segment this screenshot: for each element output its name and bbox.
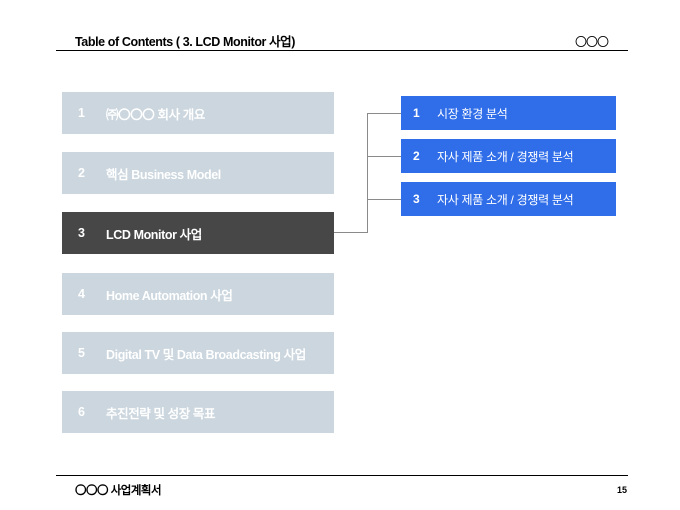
toc-item-5[interactable]: 5 Digital TV 및 Data Broadcasting 사업: [62, 332, 334, 374]
company-name: 〇〇〇: [574, 35, 609, 49]
toc-item-label: 추진전략 및 성장 목표: [106, 406, 216, 421]
header-divider: [56, 50, 628, 51]
subsection-label: 자사 제품 소개 / 경쟁력 분석: [437, 149, 574, 164]
connector-branch-3: [367, 199, 401, 200]
connector-vertical: [367, 113, 368, 233]
toc-item-6[interactable]: 6 추진전략 및 성장 목표: [62, 391, 334, 433]
toc-item-label: LCD Monitor 사업: [106, 227, 202, 242]
toc-item-label: Home Automation 사업: [106, 288, 233, 303]
toc-item-label: ㈜〇〇〇 회사 개요: [106, 107, 205, 122]
connector-horizontal-main: [334, 232, 368, 233]
toc-item-number: 4: [78, 287, 85, 301]
subsection-item-3[interactable]: 3 자사 제품 소개 / 경쟁력 분석: [401, 182, 616, 216]
toc-item-number: 2: [78, 166, 85, 180]
footer-divider: [56, 475, 628, 476]
toc-item-label: Digital TV 및 Data Broadcasting 사업: [106, 347, 306, 362]
page-number: 15: [616, 485, 627, 495]
subsection-number: 3: [413, 192, 420, 206]
toc-item-3-active[interactable]: 3 LCD Monitor 사업: [62, 212, 334, 254]
toc-item-1[interactable]: 1 ㈜〇〇〇 회사 개요: [62, 92, 334, 134]
subsection-label: 시장 환경 분석: [437, 106, 508, 121]
connector-branch-1: [367, 113, 401, 114]
toc-item-number: 3: [78, 226, 85, 240]
subsection-label: 자사 제품 소개 / 경쟁력 분석: [437, 192, 574, 207]
toc-item-number: 1: [78, 106, 85, 120]
subsection-number: 2: [413, 149, 420, 163]
footer-document-title: 〇〇〇 사업계획서: [75, 485, 162, 497]
toc-item-number: 6: [78, 405, 85, 419]
toc-item-4[interactable]: 4 Home Automation 사업: [62, 273, 334, 315]
toc-item-number: 5: [78, 346, 85, 360]
connector-branch-2: [367, 156, 401, 157]
subsection-item-1[interactable]: 1 시장 환경 분석: [401, 96, 616, 130]
subsection-number: 1: [413, 106, 420, 120]
subsection-item-2[interactable]: 2 자사 제품 소개 / 경쟁력 분석: [401, 139, 616, 173]
toc-item-label: 핵심 Business Model: [106, 167, 221, 182]
toc-item-2[interactable]: 2 핵심 Business Model: [62, 152, 334, 194]
page-title: Table of Contents ( 3. LCD Monitor 사업): [75, 35, 296, 49]
